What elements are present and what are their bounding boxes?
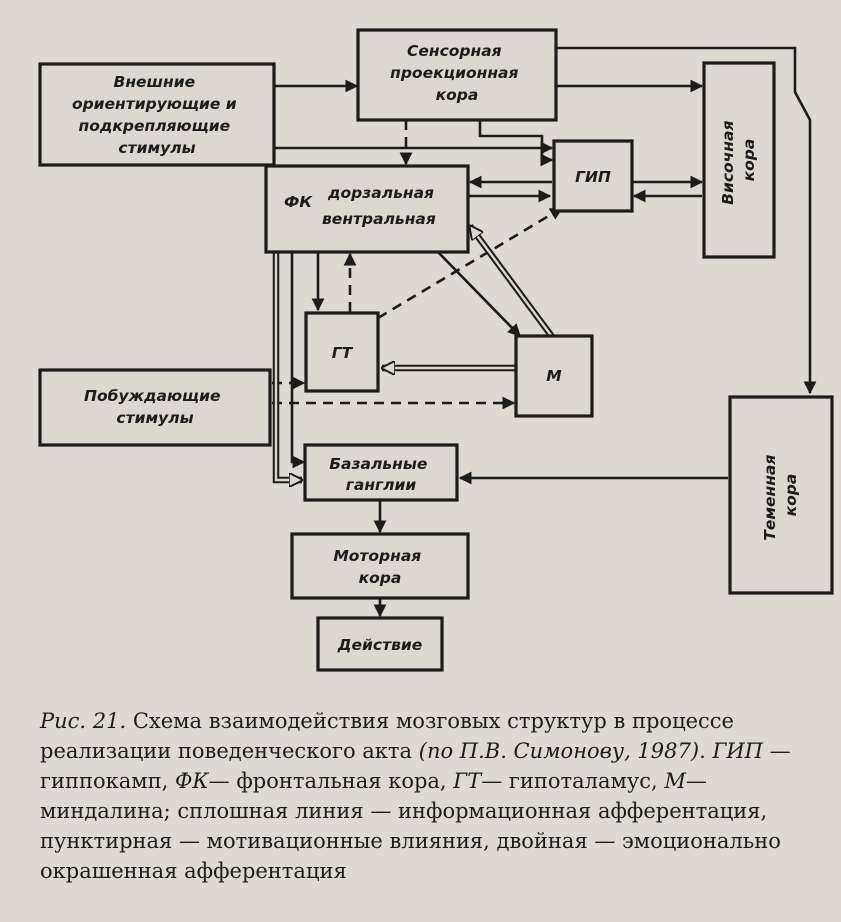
node-label: Теменная кора [761,449,800,541]
def-gip: — гиппокамп, [40,739,791,793]
node-label: ГТ [332,344,354,362]
node-label: Действие [337,636,423,654]
node-external-stimuli: Внешние ориентирующие и подкрепляющие ст… [38,62,276,167]
abbr-gip: ГИП [712,739,763,763]
node-hippocampus: ГИП [552,139,634,213]
arrow-frontal-to-amygdala [437,251,521,337]
connections [272,46,817,618]
caption-title: Схема взаимодействия мозговых структур в… [40,709,734,763]
node-sensory-cortex: Сенсорная проекционная кора [356,28,558,122]
node-label: М [546,367,562,385]
node-label: Побуждающие стимулы [84,387,226,427]
arrow-sensory-to-hippocampus [478,120,554,167]
arrow-hypothalamus-to-hippocampus [377,206,564,320]
arrow-sensory-to-parietal [556,46,817,395]
node-hypothalamus: ГТ [304,311,380,393]
abbr-m: М [664,769,686,793]
caption-source: (по П.В. Симонову, 1987). [418,739,706,763]
node-temporal-cortex: Височная кора [702,61,776,259]
node-action: Действие [316,616,444,672]
node-label: Моторная кора [333,547,426,587]
frontal-cortex-dorsal: дорзальная [327,184,434,202]
node-basal-ganglia: Базальные ганглии [303,443,459,502]
node-label: Базальные ганглии [329,455,433,494]
node-label: Внешние ориентирующие и подкрепляющие ст… [72,73,242,157]
figure-caption: Рис. 21. Схема взаимодействия мозговых с… [40,706,820,886]
node-motor-cortex: Моторная кора [290,532,470,600]
frontal-cortex-ventral: вентральная [322,210,436,228]
frontal-cortex-abbr: ФК [284,193,313,211]
node-amygdala: М [514,334,594,418]
def-fk: — фронтальная кора, [208,769,454,793]
abbr-fk: ФК [174,769,209,793]
node-frontal-cortex: ФК дорзальная вентральная [264,164,470,254]
node-motivating-stimuli: Побуждающие стимулы [38,368,272,447]
brain-structures-diagram: Внешние ориентирующие и подкрепляющие ст… [38,28,834,672]
double-arrow-frontal-to-basal-ganglia [272,252,302,484]
def-gt: — гипоталамус, [481,769,665,793]
def-m: — миндалина; сплошная линия — информацио… [40,769,781,883]
abbr-gt: ГТ [453,769,482,793]
figure-number: Рис. 21. [40,709,127,733]
node-label: Височная кора [719,115,758,205]
arrow-frontal-to-basal-ganglia [290,252,306,469]
node-label: ГИП [575,168,611,186]
node-parietal-cortex: Теменная кора [728,395,834,595]
node-label: Сенсорная проекционная кора [390,42,524,104]
